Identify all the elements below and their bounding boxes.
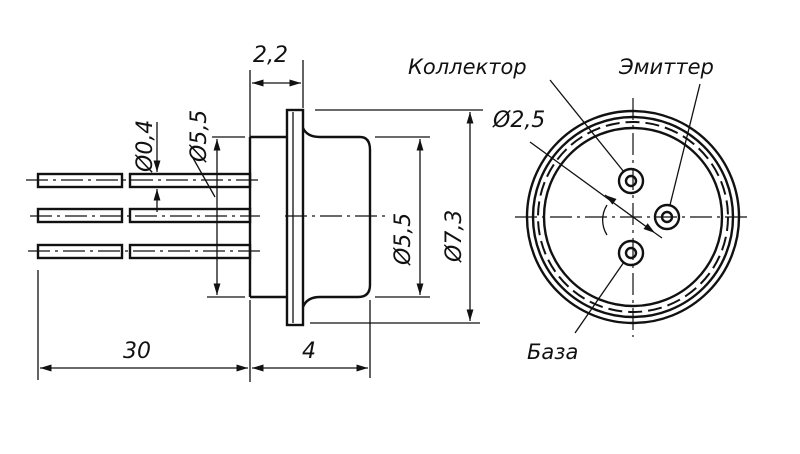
leads <box>26 172 260 260</box>
dim-body-diameter: Ø5,5 <box>391 213 416 266</box>
bottom-view: Ø2,5 Коллектор Эмиттер База <box>408 55 752 364</box>
pin-emitter <box>653 203 681 231</box>
label-emitter: Эмиттер <box>618 55 714 79</box>
dim-body-length: 4 <box>302 339 316 364</box>
dim-lead-length: 30 <box>123 339 151 364</box>
dim-pin-circle-diameter: Ø2,5 <box>492 108 545 133</box>
dim-lead-circle-diameter: Ø5,5 <box>187 110 212 163</box>
dim-flange-thickness: 2,2 <box>253 43 288 68</box>
dim-lead-diameter: Ø0,4 <box>133 120 158 173</box>
pin-base <box>617 239 645 267</box>
label-base: База <box>527 340 578 364</box>
side-view: 2,2 Ø0,4 Ø5,5 Ø5,5 Ø7,3 30 4 <box>26 43 483 382</box>
pin-collector <box>617 167 645 195</box>
label-collector: Коллектор <box>408 55 527 79</box>
cap <box>301 127 372 308</box>
dim-flange-diameter: Ø7,3 <box>442 210 467 263</box>
flange <box>285 108 305 327</box>
header-body <box>248 135 287 299</box>
